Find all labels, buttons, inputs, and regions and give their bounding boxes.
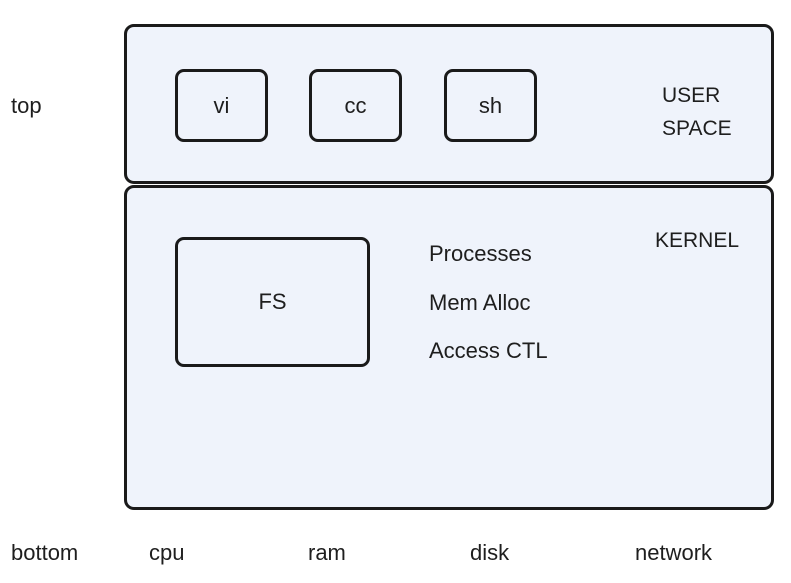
level-label-bottom: bottom — [11, 540, 79, 565]
kernel-feature-access-ctl: Access CTL — [429, 338, 548, 363]
program-box-vi: vi — [175, 69, 268, 142]
fs-box: FS — [175, 237, 370, 367]
user-space-title: USER SPACE — [662, 84, 732, 140]
hardware-label-cpu: cpu — [149, 540, 185, 565]
level-label-top: top — [11, 93, 42, 118]
kernel-title: KERNEL — [655, 229, 740, 252]
program-box-cc: cc — [309, 69, 402, 142]
hardware-label-network: network — [635, 540, 713, 565]
program-box-sh: sh — [444, 69, 537, 142]
kernel-feature-list: Processes Mem Alloc Access CTL — [429, 240, 548, 386]
hardware-label-ram: ram — [308, 540, 346, 565]
kernel-layer: KERNEL FS Processes Mem Alloc Access CTL — [124, 185, 774, 510]
kernel-feature-mem-alloc: Mem Alloc — [429, 289, 531, 315]
hardware-label-disk: disk — [470, 540, 510, 565]
kernel-feature-processes: Processes — [429, 241, 532, 266]
user-space-layer: vi cc sh USER SPACE — [124, 24, 774, 184]
